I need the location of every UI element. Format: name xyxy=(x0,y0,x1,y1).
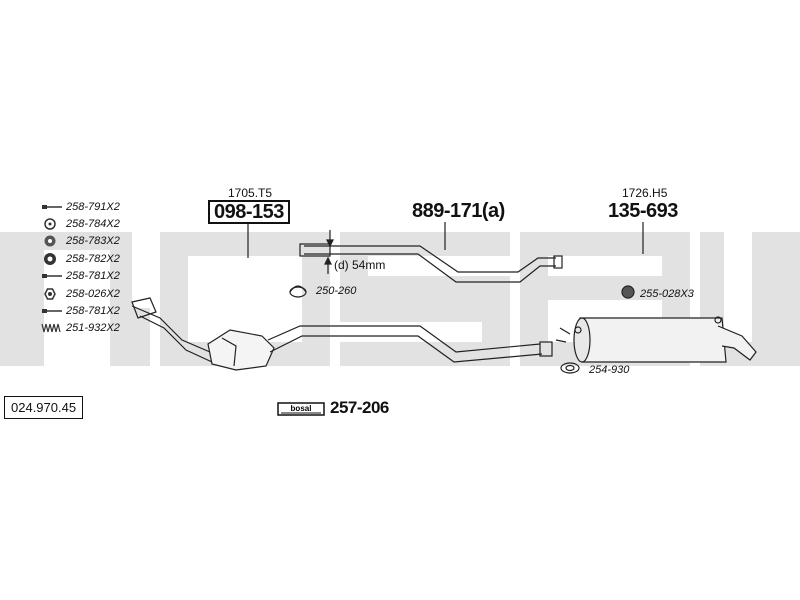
hardware-part: 258-783X2 xyxy=(66,234,120,247)
middle-pipe-inlet xyxy=(299,243,331,257)
manifold-flange xyxy=(131,297,157,319)
hardware-item-5[interactable]: 258-781X2 xyxy=(40,267,120,284)
hardware-item-2[interactable]: 258-784X2 xyxy=(40,215,120,232)
hardware-item-7[interactable]: 258-781X2 xyxy=(40,302,120,319)
hex-nut-icon xyxy=(44,287,56,300)
nut-icon xyxy=(44,235,56,246)
svg-text:bosal: bosal xyxy=(291,404,312,413)
hardware-part: 258-784X2 xyxy=(66,217,120,230)
tail-pipe xyxy=(717,325,757,361)
intermediate-pipe xyxy=(267,325,543,363)
assembly-3-part[interactable]: 135-693 xyxy=(608,200,678,222)
hardware-item-3[interactable]: 258-783X2 xyxy=(40,232,120,249)
flange-nut-icon xyxy=(44,252,56,265)
hardware-part: 258-026X2 xyxy=(66,287,120,300)
clamp-part[interactable]: 250-260 xyxy=(316,285,357,297)
assembly-1-part[interactable]: 098-153 xyxy=(208,200,290,224)
front-pipe xyxy=(131,305,213,363)
hardware-part: 258-781X2 xyxy=(66,269,120,282)
gasket-part[interactable]: 254-930 xyxy=(589,364,630,376)
middle-pipe xyxy=(304,245,556,283)
kit-logo: bosal xyxy=(276,399,326,424)
rear-silencer xyxy=(579,317,727,363)
catalog-number: 024.970.45 xyxy=(4,396,84,419)
bolt-icon xyxy=(42,308,62,313)
bosal-logo-icon: bosal xyxy=(277,402,325,416)
kit-part[interactable]: 257-206 xyxy=(330,398,389,417)
hardware-item-4[interactable]: 258-782X2 xyxy=(40,250,120,267)
bolt-icon xyxy=(42,273,62,278)
hardware-part: 258-791X2 xyxy=(66,200,120,213)
clamp-icon xyxy=(289,285,307,293)
pipe-diameter-note: (d) 54mm xyxy=(334,258,386,272)
assembly-3-ref: 1726.H5 xyxy=(622,186,668,200)
washer-icon xyxy=(44,217,56,230)
hardware-part: 258-781X2 xyxy=(66,304,120,317)
assembly-1-ref: 1705.T5 xyxy=(228,186,273,200)
spring-icon xyxy=(41,323,61,332)
catalytic-converter xyxy=(207,329,275,371)
bolt-icon xyxy=(42,204,62,209)
pipe-end xyxy=(539,341,553,357)
hardware-part: 251-932X2 xyxy=(66,321,120,334)
hardware-item-8[interactable]: 251-932X2 xyxy=(40,319,120,336)
assembly-2-part[interactable]: 889-171(a) xyxy=(412,200,505,222)
hardware-item-6[interactable]: 258-026X2 xyxy=(40,285,120,302)
rubber-mount-part[interactable]: 255-028X3 xyxy=(640,288,694,300)
hardware-part: 258-782X2 xyxy=(66,252,120,265)
hardware-item-1[interactable]: 258-791X2 xyxy=(40,198,120,215)
